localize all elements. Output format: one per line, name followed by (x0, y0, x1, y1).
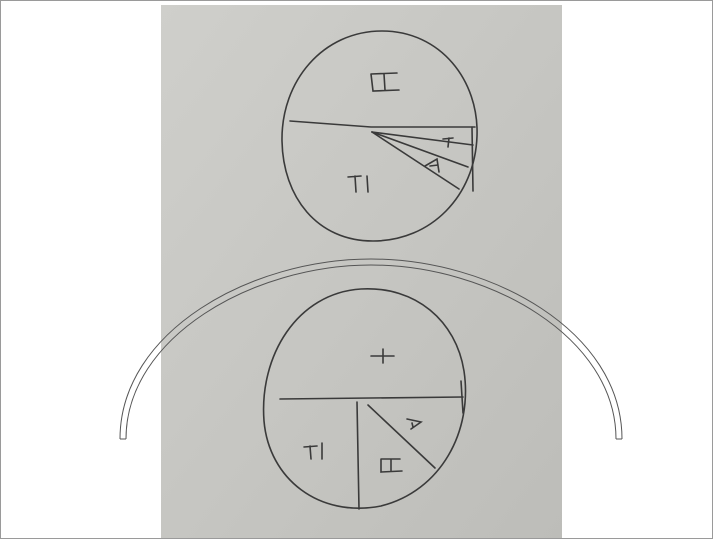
top-wedge-line-4 (472, 127, 473, 191)
paper-photo (161, 5, 562, 538)
